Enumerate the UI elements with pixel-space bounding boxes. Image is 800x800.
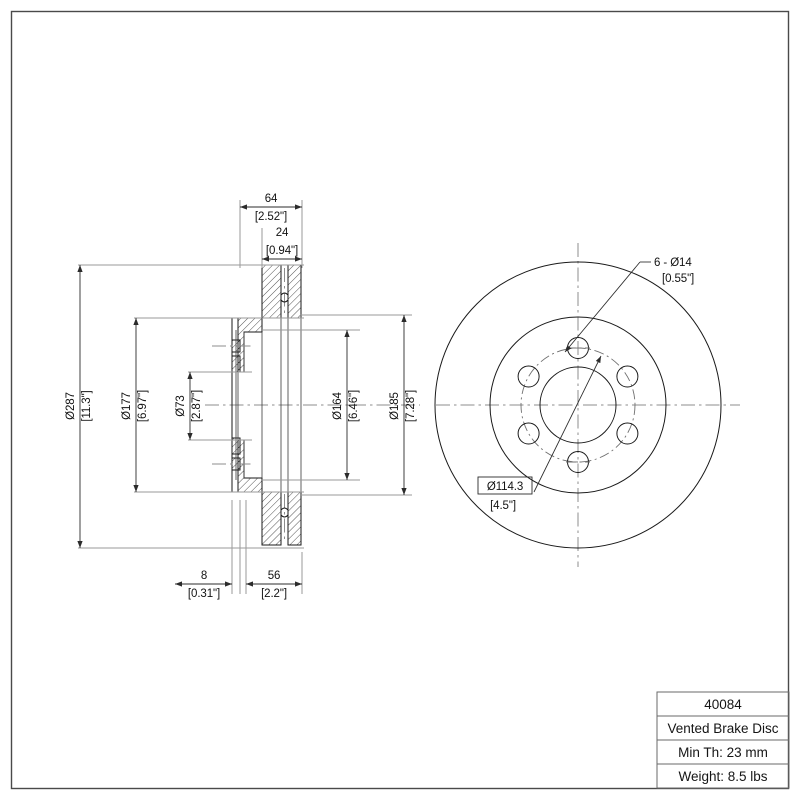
face-outer-diameter-circle	[434, 261, 722, 549]
dim-hat-offset-metric: 56	[268, 570, 281, 582]
dim-bore-imperial: [2.87"]	[191, 390, 203, 422]
section-lower-outer-plate	[261, 491, 282, 546]
face-center-bore-circle	[539, 366, 617, 444]
dim-overall-width-metric: 64	[265, 193, 278, 205]
dim-hat-od-imperial: [6.97"]	[137, 390, 149, 422]
section-upper-outer-plate	[261, 264, 282, 319]
face-hat-circle	[489, 316, 667, 494]
title-block: 40084 Vented Brake Disc Min Th: 23 mm We…	[656, 691, 790, 789]
dim-bore-metric: Ø73	[175, 395, 187, 416]
bolt-circle-callout-box	[477, 476, 533, 495]
dim-od-imperial: [11.3"]	[81, 390, 93, 421]
face-view: 6 - Ø14 [0.55"] Ø114.3 [4.5"]	[434, 243, 740, 567]
title-block-part-number: 40084	[704, 697, 742, 712]
dimension-vent-diameter: Ø185 [7.28"]	[389, 315, 417, 495]
face-bolt-hole-6	[517, 365, 540, 388]
dim-hat-thickness-metric: 8	[201, 570, 207, 582]
face-bolt-hole-3	[616, 422, 639, 445]
section-lower-vent-neck-bottom	[280, 514, 289, 518]
dim-overall-width-imperial: [2.52"]	[255, 211, 287, 223]
sheet-border	[10, 10, 790, 790]
label-bolt-hole-metric: 6 - Ø14	[654, 257, 692, 269]
leader-bolt-circle	[533, 355, 602, 493]
label-bolt-circle-imperial: [4.5"]	[490, 500, 516, 512]
dim-od-metric: Ø287	[65, 392, 77, 420]
face-bolt-circle	[520, 347, 636, 463]
dimension-outer-diameter: Ø287 [11.3"]	[65, 265, 93, 548]
dim-hat-od-metric: Ø177	[121, 392, 133, 420]
dim-disc-thickness-metric: 24	[276, 227, 289, 239]
section-upper-vent-neck-top	[280, 292, 289, 296]
dimension-overall-width: 64 [2.52"]	[240, 193, 302, 223]
dim-hat-thickness-imperial: [0.31"]	[188, 588, 220, 600]
title-block-min-thickness: Min Th: 23 mm	[678, 745, 768, 760]
dim-inner-friction-metric: Ø164	[332, 391, 344, 419]
face-bolt-hole-5	[517, 422, 540, 445]
dimension-disc-thickness: 24 [0.94"]	[262, 227, 302, 262]
face-bolt-hole-2	[616, 365, 639, 388]
title-block-weight: Weight: 8.5 lbs	[678, 769, 767, 784]
dim-inner-friction-imperial: [6.46"]	[348, 390, 360, 422]
dim-vent-od-imperial: [7.28"]	[405, 390, 417, 422]
dimension-bore-diameter: Ø73 [2.87"]	[175, 372, 203, 440]
dim-hat-offset-imperial: [2.2"]	[261, 588, 287, 600]
label-bolt-hole-imperial: [0.55"]	[662, 273, 694, 285]
dim-vent-od-metric: Ø185	[389, 392, 401, 420]
section-upper-vent-neck-bottom	[280, 299, 289, 303]
dim-disc-thickness-imperial: [0.94"]	[266, 245, 298, 257]
label-bolt-circle-metric: Ø114.3	[487, 481, 523, 493]
dimension-inner-friction-diameter: Ø164 [6.46"]	[332, 330, 360, 480]
leader-bolt-hole-size	[564, 261, 641, 353]
section-lower-inner-plate	[287, 491, 302, 546]
dimension-hat-offset: 56 [2.2"]	[246, 570, 302, 600]
dimension-hat-diameter: Ø177 [6.97"]	[121, 318, 149, 492]
cross-section-view	[205, 264, 420, 546]
section-extension-lines	[78, 200, 412, 594]
section-upper-inner-plate	[287, 264, 302, 319]
title-block-description: Vented Brake Disc	[667, 721, 778, 736]
section-lower-vent-neck-top	[280, 507, 289, 511]
dimension-hat-thickness: 8 [0.31"]	[175, 570, 232, 600]
